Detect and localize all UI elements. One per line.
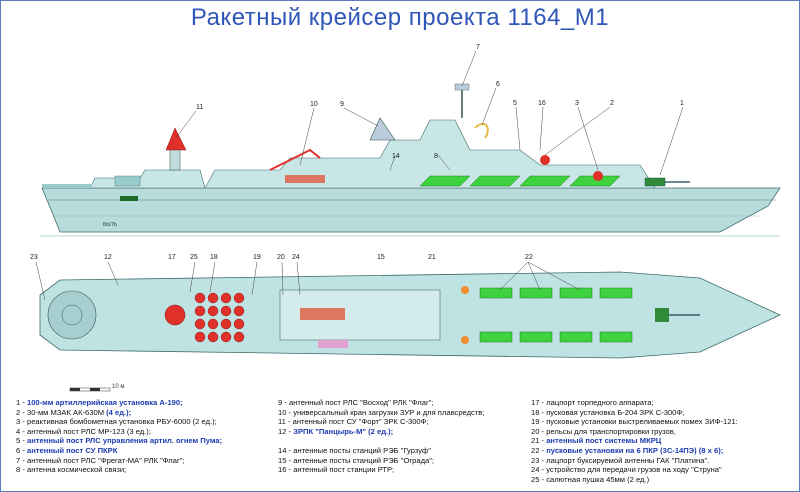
side-view: БЫТЬ bbox=[40, 83, 781, 237]
voskhod-radar-9 bbox=[369, 117, 396, 141]
legend-item bbox=[278, 436, 484, 446]
legend-col-1: 1 - 100-мм артиллерийская установка А-19… bbox=[16, 398, 222, 475]
legend-col-2: 9 - антенный пост РЛС "Восход" РЛК "Флаг… bbox=[278, 398, 484, 475]
legend-item: 16 - антенный пост станции РТР; bbox=[278, 465, 395, 475]
callout-10: 10 bbox=[310, 101, 318, 108]
callout-17: 17 bbox=[168, 254, 176, 261]
callout-14: 14 bbox=[392, 153, 400, 160]
legend-item: 21 - антенный пост системы МКРЦ bbox=[531, 436, 662, 446]
legend-item: 10 - универсальный кран загрузки ЗУР и д… bbox=[278, 407, 485, 417]
plan-missile-launchers bbox=[479, 287, 633, 343]
aft-superstructure bbox=[89, 169, 206, 189]
callout-6: 6 bbox=[496, 81, 500, 88]
helipad bbox=[47, 290, 97, 340]
legend-item: 25 - салютная пушка 45мм (2 ед.) bbox=[531, 474, 650, 484]
legend-item: 11 - антенный пост СУ "Форт" ЗРК С-300Ф; bbox=[278, 417, 429, 427]
hull-marking-text: БЫТЬ bbox=[103, 222, 118, 228]
callout-16: 16 bbox=[538, 100, 546, 107]
callout-12: 12 bbox=[104, 254, 112, 261]
callout-19: 19 bbox=[253, 254, 261, 261]
plan-callouts bbox=[35, 261, 581, 301]
legend-item: 1 - 100-мм артиллерийская установка А-19… bbox=[16, 398, 183, 407]
scale-label: 10 м bbox=[112, 384, 125, 390]
callout-15: 15 bbox=[377, 254, 385, 261]
fort-radar-11 bbox=[165, 127, 187, 151]
plan-view bbox=[39, 271, 781, 359]
legend-item: 20 - рельсы для транспортировки грузов, bbox=[531, 426, 676, 436]
callout-23: 23 bbox=[30, 254, 38, 261]
legend-item: 19 - пусковые установки выстреливаемых п… bbox=[531, 417, 738, 427]
a190-gun-side bbox=[644, 177, 666, 187]
legend-item: 14 - антенные посты станций РЭБ "Гурзуф" bbox=[278, 445, 431, 455]
legend-item: 6 - антенный пост СУ ПКРК bbox=[16, 445, 118, 455]
legend-item: 15 - антенные посты станций РЭБ "Ограда"… bbox=[278, 455, 435, 465]
legend-item: 8 - антенна космической связи; bbox=[16, 465, 127, 475]
side-missile-launchers bbox=[419, 175, 621, 187]
s300-launchers bbox=[194, 292, 245, 343]
side-callouts bbox=[175, 50, 684, 176]
callout-2: 2 bbox=[610, 100, 614, 107]
callout-7: 7 bbox=[476, 44, 480, 51]
legend-item: 23 - лацпорт буксируемой антенны ГАК "Пл… bbox=[531, 455, 710, 465]
a190-gun-plan bbox=[655, 308, 669, 322]
legend-item: 2 - 30-мм МЗАК АК-630М (4 ед.); bbox=[16, 407, 132, 417]
legend-item: 4 - антенный пост РЛС МР-123 (3 ед.); bbox=[16, 426, 151, 436]
callout-21: 21 bbox=[428, 254, 436, 261]
ship-drawing: БЫТЬ bbox=[30, 44, 781, 392]
plan-callout-labels: 22 12 25 18 19 20 24 17 15 21 23 bbox=[30, 254, 533, 261]
ak630-side bbox=[540, 155, 550, 165]
fort-radar-plan bbox=[164, 304, 186, 326]
legend-item: 24 - устройство для передачи грузов на х… bbox=[531, 465, 722, 475]
callout-9: 9 bbox=[340, 101, 344, 108]
callout-8: 8 bbox=[434, 153, 438, 160]
legend-col-3: 17 - лацпорт торпедного аппарата;18 - пу… bbox=[531, 398, 738, 484]
legend-item: 12 - ЗРПК "Панцырь-М" (2 ед.); bbox=[278, 426, 394, 436]
callout-1: 1 bbox=[680, 100, 684, 107]
legend-item: 5 - антенный пост РЛС управления артил. … bbox=[16, 436, 223, 446]
callout-22: 22 bbox=[525, 254, 533, 261]
legend-item: 17 - лацпорт торпедного аппарата; bbox=[531, 398, 654, 407]
callout-3: 3 bbox=[575, 100, 579, 107]
side-callout-labels: 11 10 9 14 8 7 6 5 16 3 2 1 bbox=[196, 44, 684, 160]
callout-11: 11 bbox=[196, 104, 203, 111]
callout-20: 20 bbox=[277, 254, 285, 261]
legend-item: 3 - реактивная бомбометная установка РБУ… bbox=[16, 417, 217, 427]
side-hull-marking bbox=[120, 196, 138, 201]
legend-item: 9 - антенный пост РЛС "Восход" РЛК "Флаг… bbox=[278, 398, 434, 407]
legend: 1 - 100-мм артиллерийская установка А-19… bbox=[0, 398, 800, 492]
legend-item: 7 - антенный пост РЛС "Фрегат-МА" РЛК "Ф… bbox=[16, 455, 185, 465]
main-superstructure bbox=[204, 119, 656, 189]
crane-10 bbox=[269, 148, 321, 171]
callout-5: 5 bbox=[513, 100, 517, 107]
page-title: Ракетный крейсер проекта 1164_М1 bbox=[190, 4, 610, 31]
legend-item: 22 - пусковые установки на 6 ПКР (3С-14П… bbox=[531, 445, 724, 455]
callout-25: 25 bbox=[190, 254, 198, 261]
legend-item: 18 - пусковая установка Б-204 ЗРК С-300Ф… bbox=[531, 407, 685, 417]
callout-18: 18 bbox=[210, 254, 218, 261]
scale-bar bbox=[69, 387, 111, 392]
side-hull bbox=[41, 187, 781, 233]
callout-24: 24 bbox=[292, 254, 300, 261]
